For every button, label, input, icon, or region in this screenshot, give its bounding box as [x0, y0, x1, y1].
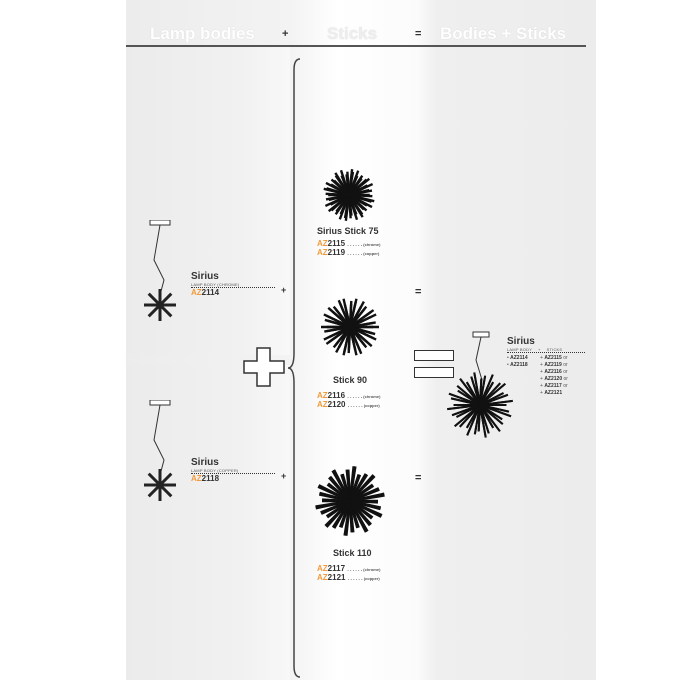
result-name: Sirius [507, 336, 535, 347]
lamp-arm [158, 483, 173, 498]
stick-110-image [315, 466, 385, 536]
stick-ray [326, 321, 374, 333]
lamp-arm [147, 483, 162, 498]
header-lamp-bodies: Lamp bodies [150, 24, 255, 43]
result-sticks-list: + AZ2115 or + AZ2119 or + AZ2116 or + AZ… [540, 355, 568, 396]
result-stick-code: AZ2117 [544, 383, 562, 389]
equals-sign: = [415, 286, 422, 298]
lamp-body-copper-image [144, 400, 176, 501]
equals-sign: = [415, 472, 422, 484]
body-chrome-info: Sirius LAMP BODY (CHROME) AZ2114 + [191, 271, 291, 297]
lamp-arm [147, 472, 162, 487]
result-stick-code: AZ2115 [544, 355, 562, 361]
stick-110-info: Stick 110 AZ2117 ......(chrome) AZ2121 .… [317, 548, 397, 582]
body-code: AZ2118 [191, 474, 220, 483]
result-body-code: AZ2118 [510, 362, 528, 368]
lamp-arm [158, 292, 173, 307]
header-plus: + [282, 28, 289, 40]
plus-sign: + [281, 471, 287, 481]
header-bodies-sticks: Bodies + Sticks [440, 24, 567, 43]
header-sticks: Sticks [327, 24, 378, 43]
lamp-arm [158, 303, 173, 318]
big-plus-icon [243, 347, 285, 387]
stick-90-info: Stick 90 AZ2116 ......(chrome) AZ2120 ..… [317, 375, 397, 409]
body-name: Sirius [191, 271, 219, 282]
body-name: Sirius [191, 457, 219, 468]
body-copper-info: Sirius LAMP BODY (COPPER) AZ2118 + [191, 457, 291, 483]
result-stick-code: AZ2119 [544, 362, 562, 368]
body-sub: LAMP BODY (COPPER) [191, 468, 239, 473]
stick-name: Stick 110 [333, 548, 372, 558]
result-stick-code: AZ2116 [544, 369, 562, 375]
stick-name: Stick 90 [333, 375, 368, 385]
body-code: AZ2114 [191, 288, 220, 297]
brace [287, 58, 301, 678]
stick-ray [325, 189, 373, 201]
stick-name: Sirius Stick 75 [317, 226, 379, 236]
result-info: Sirius LAMP BODY+STICKS • AZ2114 • AZ211… [507, 336, 597, 397]
stick-75-image [323, 169, 375, 221]
body-panel-copper [126, 365, 290, 680]
stick-ray [447, 399, 513, 411]
result-stick-code: AZ2120 [544, 376, 563, 382]
stick-90-image [321, 298, 379, 356]
lamp-arm [158, 472, 173, 487]
result-body-code: AZ2114 [510, 355, 528, 361]
result-stick-code: AZ2121 [544, 390, 563, 396]
lamp-body-chrome-image [144, 220, 176, 321]
stick-ray [315, 494, 385, 508]
lamp-arm [147, 303, 162, 318]
header-rule [126, 45, 586, 47]
lamp-arm [147, 292, 162, 307]
sirius-assembled-image [447, 331, 513, 438]
stick-75-info: Sirius Stick 75 AZ2115 ......(chrome) AZ… [317, 226, 397, 257]
result-bodies-list: • AZ2114 • AZ2118 [507, 355, 528, 368]
header-equals: = [415, 28, 422, 40]
plus-sign: + [281, 285, 287, 295]
body-sub: LAMP BODY (CHROME) [191, 282, 240, 287]
